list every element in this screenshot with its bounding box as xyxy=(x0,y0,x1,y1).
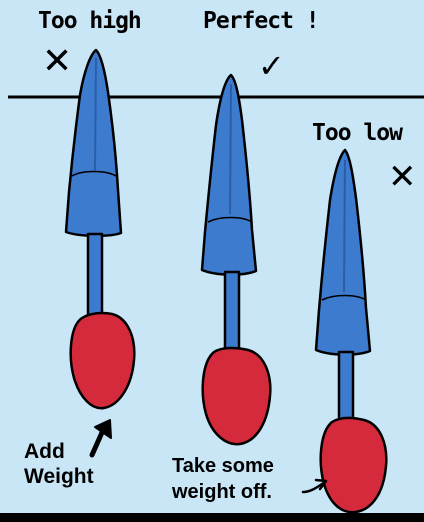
hydrometer-perfect xyxy=(200,73,272,446)
hydrometer-too-high-body xyxy=(64,48,123,238)
label-add: Add xyxy=(24,440,65,463)
cross-too-high-icon: ✕ xyxy=(42,41,73,82)
container-bottom xyxy=(0,513,424,522)
label-weight-off: weight off. xyxy=(172,481,272,503)
hydrometer-too-low xyxy=(314,148,388,514)
hydrometer-too-high-stem xyxy=(86,232,104,320)
add-weight-arrow xyxy=(89,419,112,458)
hydrometer-perfect-bulb xyxy=(201,346,272,446)
weight-off-arrow xyxy=(301,478,328,494)
hydrometer-too-high-bulb xyxy=(69,311,136,410)
label-weight: Weight xyxy=(24,465,94,488)
hydrometer-too-high xyxy=(64,48,136,410)
cross-too-low-icon: ✕ xyxy=(388,157,417,197)
hydrometer-perfect-body xyxy=(200,73,258,276)
label-take-some: Take some xyxy=(172,455,274,477)
hydrometer-perfect-stem xyxy=(223,270,241,356)
check-perfect-icon: ✓ xyxy=(258,47,285,85)
hydrometer-too-low-stem xyxy=(337,350,355,426)
hydrometer-too-low-body xyxy=(314,148,372,356)
label-perfect: Perfect ! xyxy=(203,8,320,34)
hydrometer-too-low-bulb xyxy=(319,416,388,514)
label-too-low: Too low xyxy=(312,120,403,146)
label-too-high: Too high xyxy=(38,8,142,34)
